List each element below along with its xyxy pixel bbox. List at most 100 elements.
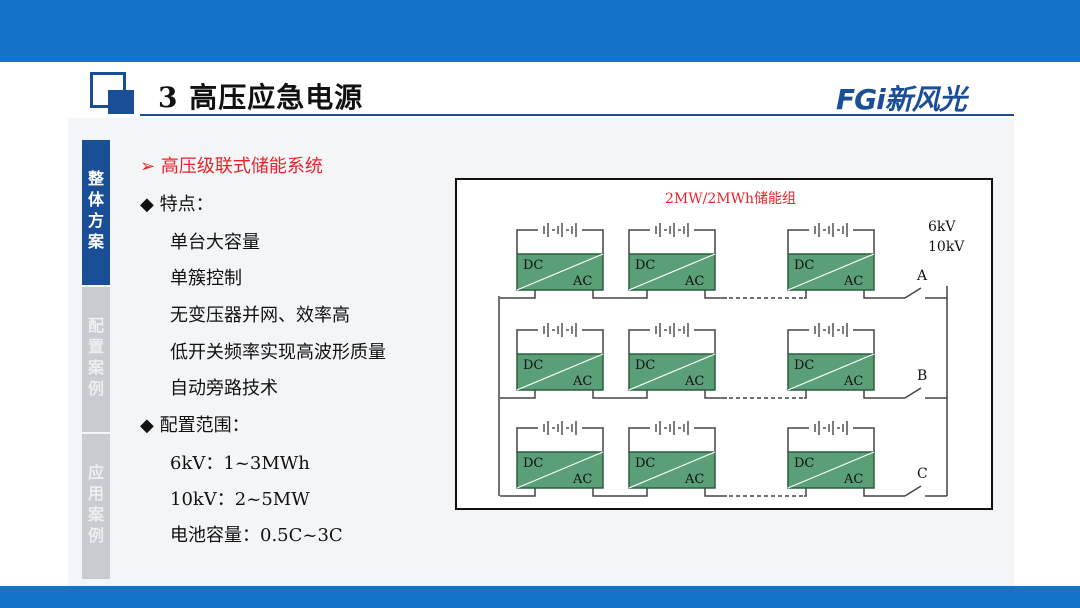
nav-tab-config-cases[interactable]: 配 置 案 例: [82, 287, 110, 432]
module-dc-label: DC: [635, 258, 655, 273]
module-ac-label: AC: [572, 374, 592, 389]
nav-tab-char: 例: [87, 379, 104, 398]
section-subtitle: ➢ 高压级联式储能系统: [140, 152, 323, 178]
battery-gap: [650, 420, 694, 436]
battery-gap: [650, 322, 694, 338]
range-heading: ◆ 配置范围：: [140, 411, 250, 437]
converter-diagonal: [787, 451, 875, 489]
ac-output-wire: [500, 390, 536, 399]
converter-diagonal: [787, 253, 875, 291]
module-dc-label: DC: [794, 456, 814, 471]
section-logo-accent: [108, 90, 134, 114]
phase-label: A: [916, 268, 928, 284]
module-dc-label: DC: [635, 358, 655, 373]
battery-gap: [809, 322, 853, 338]
cascade-wire: [704, 290, 727, 299]
feature-item: 自动旁路技术: [170, 378, 278, 399]
top-banner: [0, 0, 1080, 62]
diagram-caption: 2MW/2MWh储能组: [665, 191, 796, 207]
converter-diagonal: [628, 353, 716, 391]
phase-row: DC AC DC AC DC AC B: [500, 322, 947, 399]
nav-tab-char: 用: [87, 484, 104, 503]
range-item: 10kV：2~5MW: [170, 489, 310, 510]
subtitle-text: 高压级联式储能系统: [160, 156, 323, 177]
phase-label: C: [917, 466, 928, 482]
page-title: 3 高压应急电源: [158, 81, 364, 114]
phase-output-wire: [863, 390, 905, 399]
battery-gap: [809, 222, 853, 238]
nav-tab-char: 案: [87, 358, 104, 377]
nav-tab-char: 案: [87, 232, 104, 251]
cascade-wire: [704, 488, 727, 497]
ac-output-wire: [500, 290, 536, 299]
phase-switch: [904, 387, 922, 399]
arrow-bullet-icon: ➢: [140, 156, 156, 177]
cascade-wire: [592, 290, 648, 299]
feature-item: 单台大容量: [170, 232, 260, 253]
phase-output-wire: [863, 488, 905, 497]
module-dc-label: DC: [794, 258, 814, 273]
cascade-wire: [592, 390, 648, 399]
ac-output-wire: [500, 488, 536, 497]
phase-row: DC AC DC AC DC AC A: [500, 222, 947, 299]
phase-label: B: [917, 368, 927, 384]
brand-logo: FGi新风光: [836, 83, 967, 116]
cascade-wire: [592, 488, 648, 497]
feature-item: 低开关频率实现高波形质量: [170, 342, 386, 363]
nav-tab-char: 置: [87, 337, 104, 356]
phase-switch: [904, 287, 922, 299]
phase-row: DC AC DC AC DC AC C: [500, 420, 947, 497]
features-heading: ◆ 特点：: [140, 190, 214, 216]
module-ac-label: AC: [572, 274, 592, 289]
nav-tab-overall-plan[interactable]: 整 体 方 案: [82, 140, 110, 285]
battery-gap: [650, 222, 694, 238]
module-ac-label: AC: [843, 472, 863, 487]
nav-tab-char: 例: [87, 526, 104, 545]
module-dc-label: DC: [523, 456, 543, 471]
converter-diagonal: [516, 451, 604, 489]
cascade-wire: [804, 390, 807, 399]
battery-gap: [538, 222, 582, 238]
range-item: 6kV：1~3MWh: [170, 453, 310, 474]
title-strip: [68, 66, 1014, 118]
voltage-label: 6kV: [928, 219, 956, 235]
diamond-bullet-icon: ◆: [140, 194, 154, 215]
converter-diagonal: [516, 353, 604, 391]
battery-gap: [538, 322, 582, 338]
converter-diagonal: [787, 353, 875, 391]
side-nav: 整 体 方 案 配 置 案 例 应 用 案 例: [82, 140, 110, 579]
range-heading-text: 配置范围：: [159, 415, 250, 436]
module-ac-label: AC: [684, 274, 704, 289]
diamond-bullet-icon: ◆: [140, 415, 154, 436]
module-dc-label: DC: [523, 258, 543, 273]
title-underline: [140, 114, 1014, 116]
cascade-wire: [804, 488, 807, 497]
module-ac-label: AC: [684, 374, 704, 389]
nav-tab-char: 案: [87, 505, 104, 524]
nav-tab-char: 体: [87, 190, 104, 209]
module-ac-label: AC: [684, 472, 704, 487]
feature-item: 无变压器并网、效率高: [170, 305, 350, 326]
module-ac-label: AC: [843, 374, 863, 389]
module-ac-label: AC: [843, 274, 863, 289]
module-ac-label: AC: [572, 472, 592, 487]
battery-gap: [538, 420, 582, 436]
nav-tab-char: 配: [87, 316, 104, 335]
range-item: 电池容量：0.5C~3C: [170, 525, 343, 546]
phase-switch: [904, 485, 922, 497]
battery-gap: [809, 420, 853, 436]
features-heading-text: 特点：: [159, 194, 214, 215]
module-dc-label: DC: [523, 358, 543, 373]
nav-tab-char: 整: [87, 169, 104, 188]
feature-item: 单簇控制: [170, 268, 242, 289]
cascade-wire: [804, 290, 807, 299]
converter-diagonal: [628, 451, 716, 489]
module-dc-label: DC: [635, 456, 655, 471]
converter-diagonal: [628, 253, 716, 291]
bottom-banner: [0, 586, 1080, 608]
nav-tab-application-cases[interactable]: 应 用 案 例: [82, 434, 110, 579]
nav-tab-char: 应: [87, 463, 104, 482]
converter-diagonal: [516, 253, 604, 291]
module-dc-label: DC: [794, 358, 814, 373]
